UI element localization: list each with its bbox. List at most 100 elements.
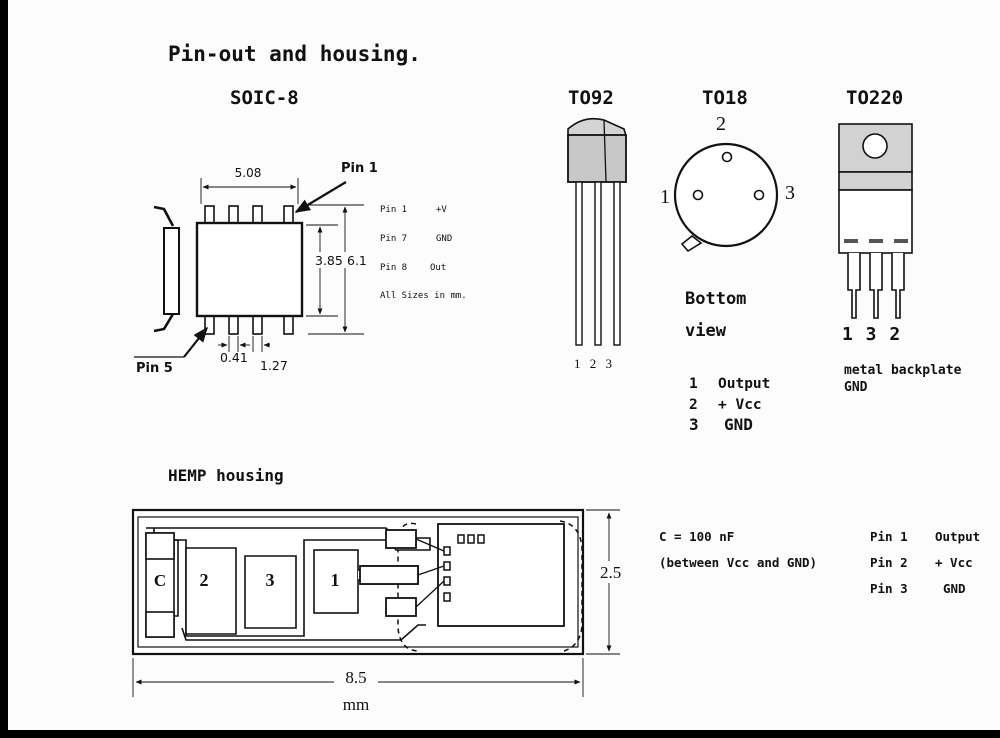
soic8-pin — [283, 205, 294, 225]
hemp-pad-1-label: 1 — [331, 570, 340, 590]
to220-lead — [891, 253, 905, 319]
dim-0-41: 0.41 — [220, 350, 248, 365]
soic8-side-lead-bottom — [153, 313, 175, 333]
to18-pin-right: 3 — [785, 182, 795, 204]
soic8-pin — [252, 315, 263, 335]
to18-pin-num: 2 — [689, 397, 698, 413]
soic8-pin-func: +V — [436, 205, 447, 215]
hemp-chip — [437, 523, 565, 627]
to220-section: TO220 1 3 2 metal backplate GND — [838, 87, 962, 395]
hemp-pin-func: GND — [943, 581, 966, 596]
to18-view-label: Bottom — [685, 289, 746, 309]
hemp-pin-table: Pin 1 Output Pin 2 + Vcc Pin 3 GND — [870, 529, 980, 596]
hemp-pin-func: + Vcc — [935, 555, 973, 570]
dim-3-85: 3.85 — [315, 253, 343, 268]
to220-body — [838, 171, 913, 191]
to18-heading: TO18 — [702, 87, 748, 109]
soic8-pin — [204, 315, 215, 335]
to92-lead — [594, 181, 602, 346]
to18-pin-func: GND — [724, 415, 753, 434]
hemp-cap-note: (between Vcc and GND) — [659, 555, 817, 570]
to18-pin-top: 2 — [716, 113, 726, 135]
hemp-unit: mm — [343, 695, 369, 714]
to18-can — [673, 142, 779, 248]
soic8-pin — [283, 315, 294, 335]
soic8-pin-name: Pin 8 — [380, 263, 407, 273]
pin1-label: Pin 1 — [341, 161, 378, 176]
to18-pin-hole — [721, 151, 733, 163]
hemp-cap-note: C = 100 nF — [659, 529, 734, 544]
soic8-pin — [228, 315, 239, 335]
to18-pin-num: 1 — [689, 376, 698, 392]
to18-section: TO18 2 1 3 Bottom view 1 Output 2 + Vcc … — [660, 87, 795, 434]
to92-lead — [575, 181, 583, 346]
dim-2-5: 2.5 — [600, 563, 621, 582]
pin1-arrow — [294, 181, 347, 213]
to220-lead — [847, 253, 861, 319]
to18-pin-hole — [692, 189, 704, 201]
soic8-section: SOIC-8 5.08 Pin 1 Pin 5 — [134, 87, 467, 376]
dim-6-1: 6.1 — [347, 253, 367, 268]
to18-pin-num: 3 — [689, 415, 699, 434]
dim-5-08: 5.08 — [235, 166, 262, 180]
soic8-side-lead-top — [153, 205, 175, 227]
pinout-diagram: Pin-out and housing. SOIC-8 5.08 Pin 1 — [131, 42, 980, 714]
hemp-pad-c-label: C — [154, 571, 166, 590]
soic8-pin — [228, 205, 239, 225]
page-title: Pin-out and housing. — [168, 42, 421, 66]
to92-body — [567, 134, 627, 183]
to220-note: GND — [844, 380, 868, 395]
to92-body-top — [567, 117, 628, 137]
hemp-bond-pad — [359, 565, 419, 585]
to92-pin-numbers: 1 2 3 — [574, 356, 615, 371]
to220-lead — [869, 253, 883, 319]
diagram-sheet: Pin-out and housing. SOIC-8 5.08 Pin 1 — [8, 0, 1000, 730]
soic8-pin — [252, 205, 263, 225]
to92-section: TO92 1 2 3 — [567, 87, 628, 371]
to220-note: metal backplate — [844, 363, 962, 378]
pin5-label: Pin 5 — [136, 361, 173, 376]
to220-body-lower — [838, 189, 913, 254]
soic8-pin-name: Pin 1 — [380, 205, 407, 215]
to18-pin-table: 1 Output 2 + Vcc 3 GND — [689, 376, 770, 434]
hemp-bond-pad — [385, 597, 417, 617]
soic8-top-pins — [204, 205, 294, 225]
to220-heading: TO220 — [846, 87, 903, 109]
soic8-side-body — [163, 227, 180, 315]
hemp-pad-2-label: 2 — [200, 570, 209, 590]
to220-mount-hole — [862, 133, 888, 159]
hemp-pad-2 — [185, 547, 237, 635]
soic8-pin-func: Out — [430, 263, 446, 273]
pin5-arrow — [183, 326, 208, 358]
hemp-pad-3 — [244, 555, 297, 629]
to18-pin-func: + Vcc — [718, 397, 762, 413]
hemp-pin-name: Pin 2 — [870, 555, 908, 570]
soic8-heading: SOIC-8 — [230, 87, 299, 109]
hemp-pad-1 — [313, 549, 359, 614]
soic8-size-note: All Sizes in mm. — [380, 291, 467, 301]
dim-1-27: 1.27 — [260, 358, 288, 373]
to92-heading: TO92 — [568, 87, 614, 109]
to18-tab — [680, 234, 703, 253]
hemp-pad-3-label: 3 — [266, 570, 275, 590]
hemp-pin-name: Pin 3 — [870, 581, 908, 596]
soic8-pin-table: Pin 1 +V Pin 7 GND Pin 8 Out All Sizes i… — [380, 205, 467, 301]
soic8-pin-name: Pin 7 — [380, 234, 407, 244]
hemp-pin-name: Pin 1 — [870, 529, 908, 544]
soic8-pin — [204, 205, 215, 225]
dim-8-5: 8.5 — [345, 668, 366, 687]
to18-pin-func: Output — [718, 376, 770, 392]
hemp-section: HEMP housing C 2 3 1 — [131, 466, 980, 714]
to220-pin-numbers: 1 3 2 — [842, 324, 901, 345]
hemp-inner-outline — [137, 516, 579, 648]
to18-view-label: view — [685, 321, 727, 341]
soic8-body — [195, 221, 304, 318]
soic8-bottom-pins — [204, 315, 294, 335]
to18-pin-left: 1 — [660, 186, 670, 208]
hemp-bond-pad — [385, 529, 417, 549]
to18-pin-hole — [753, 189, 765, 201]
to92-lead — [613, 181, 621, 346]
hemp-heading: HEMP housing — [168, 466, 284, 485]
hemp-pin-func: Output — [935, 529, 980, 544]
soic8-pin-func: GND — [436, 234, 452, 244]
